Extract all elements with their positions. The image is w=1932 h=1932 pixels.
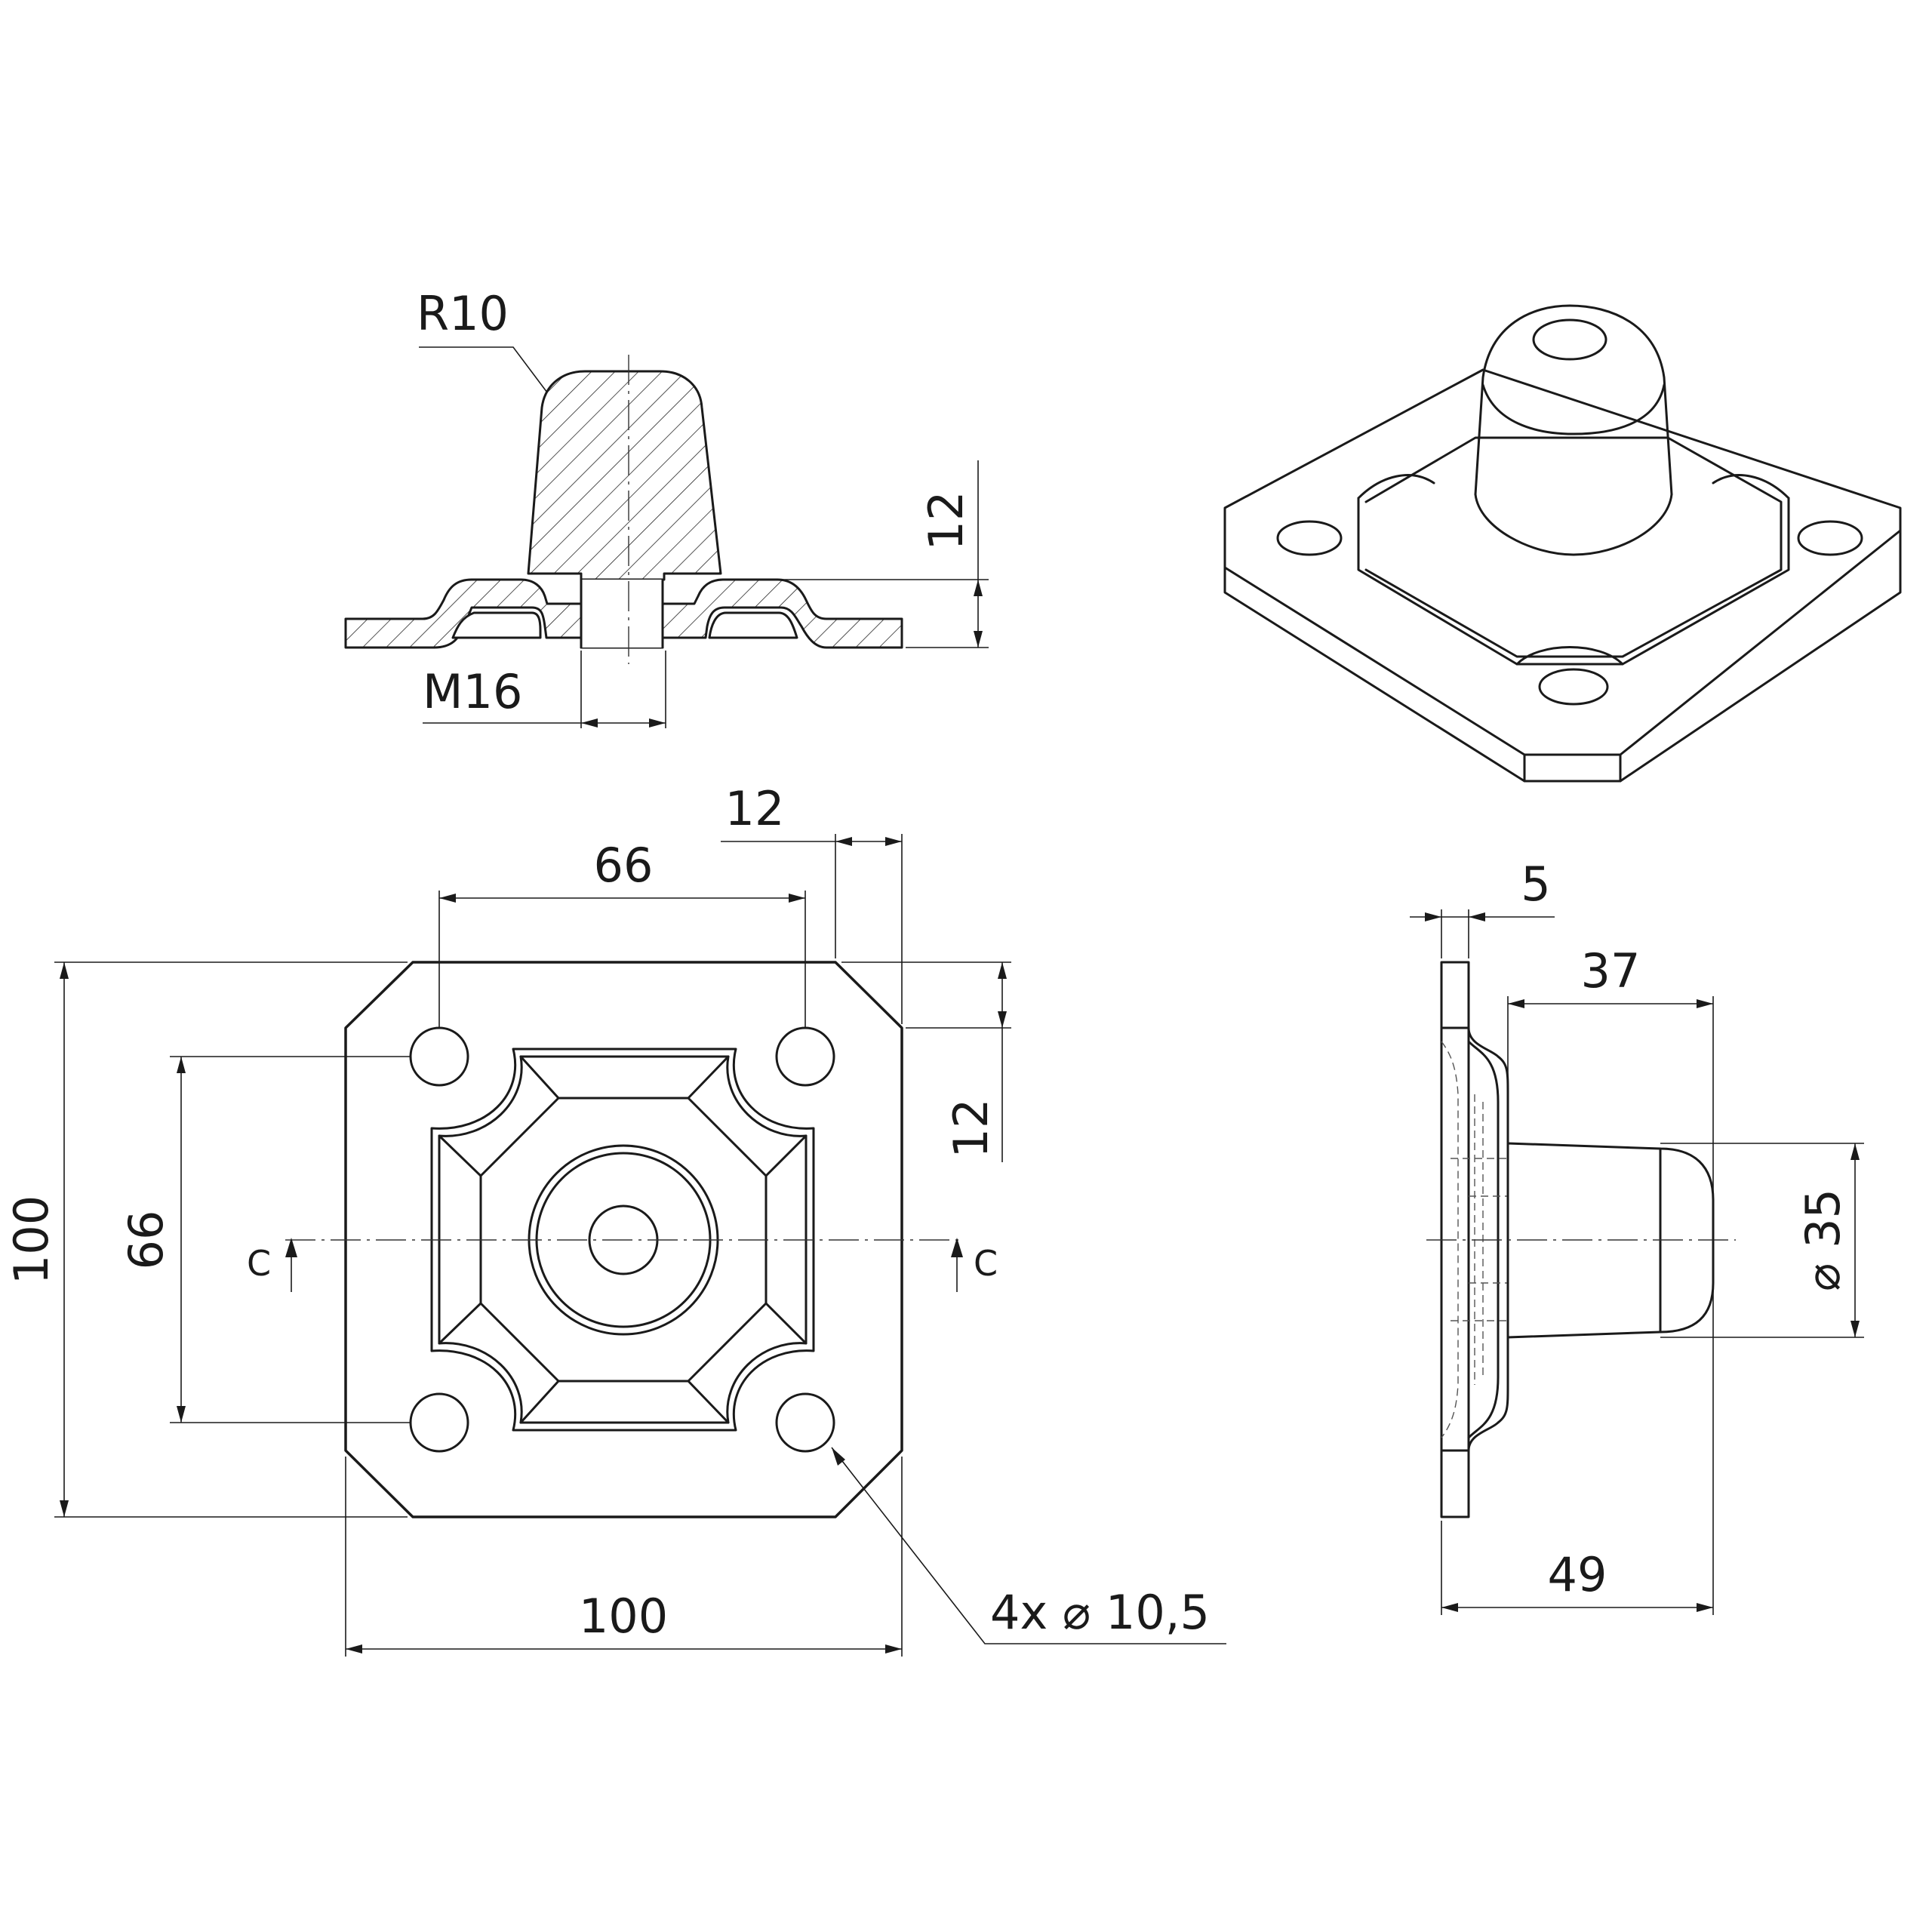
dim-66-left: 66: [118, 1211, 174, 1270]
m16-label: M16: [423, 664, 522, 719]
dim-12-chamfer-top: 12: [725, 781, 785, 836]
dim-66-top: 66: [594, 838, 654, 893]
dim-35-diameter: ⌀ 35: [1795, 1189, 1850, 1291]
front-plate-outline: [344, 961, 903, 1518]
front-view: C C 66 12 12 66: [4, 781, 1226, 1657]
iso-recess: [1364, 436, 1783, 658]
iso-hole-front: [1538, 668, 1609, 706]
front-hole-top-right: [775, 1026, 835, 1087]
section-pin: [527, 370, 722, 581]
iso-hole-left: [1276, 520, 1343, 556]
dim-12-chamfer-right: 12: [943, 1099, 998, 1158]
section-marker-right: C: [974, 1243, 998, 1284]
section-height-label: 12: [918, 491, 974, 551]
section-thread-bore: [581, 580, 663, 648]
section-marker-left: C: [247, 1243, 271, 1284]
dim-49-depth: 49: [1548, 1547, 1607, 1602]
side-view: 5 37 ⌀ 35 49: [1410, 857, 1864, 1615]
front-recess-outer: [430, 1048, 815, 1432]
section-plate-channel-right: [708, 611, 798, 639]
holes-callout-label: 4x ⌀ 10,5: [990, 1585, 1210, 1640]
iso-hole-right: [1797, 520, 1863, 556]
front-hole-top-left: [409, 1026, 469, 1087]
section-view: R10 M16 12: [344, 286, 989, 728]
r10-leader: [419, 346, 548, 393]
section-plate-channel: [451, 611, 542, 639]
iso-pin: [1474, 304, 1673, 496]
r10-label: R10: [417, 286, 509, 341]
holes-callout-leader: [831, 1447, 1226, 1644]
dim-37-pin-length: 37: [1581, 943, 1641, 998]
isometric-view: [1223, 304, 1902, 783]
iso-plate-top: [1223, 368, 1902, 756]
front-hole-bottom-right: [775, 1392, 835, 1453]
iso-pin-bore: [1532, 318, 1607, 361]
dim-100-width: 100: [579, 1589, 668, 1644]
front-hole-bottom-left: [409, 1392, 469, 1453]
dim-5-thickness: 5: [1521, 857, 1550, 912]
dim-100-height: 100: [4, 1195, 59, 1284]
